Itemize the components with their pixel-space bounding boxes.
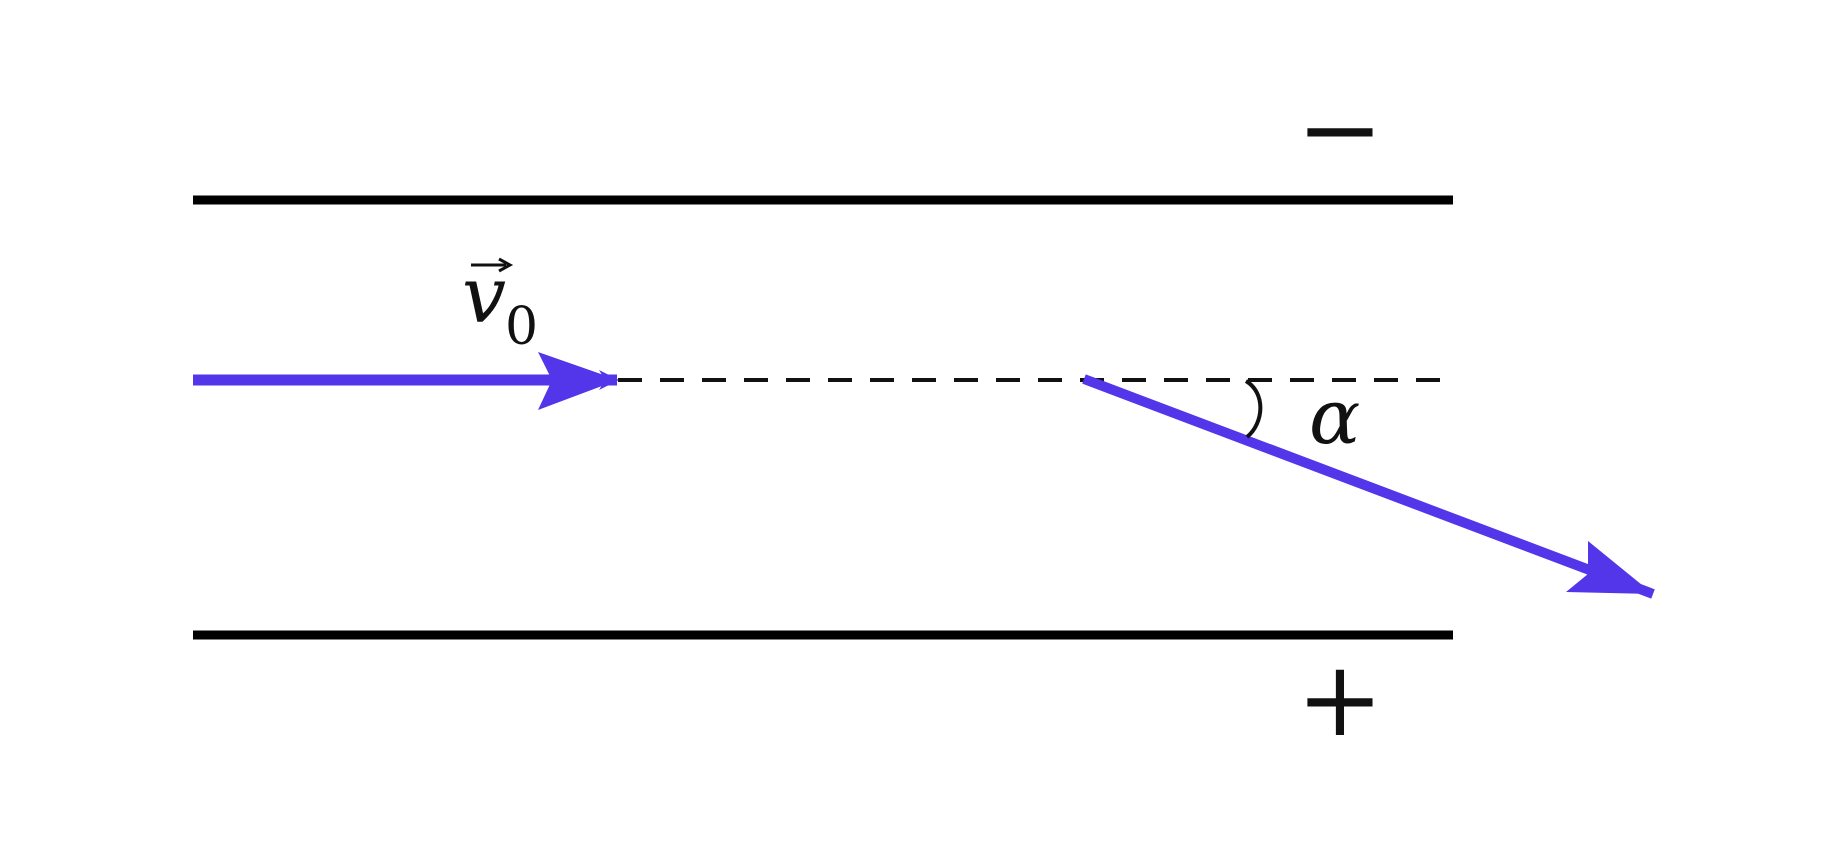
velocity-subscript: 0	[505, 297, 538, 357]
angle-marker	[1244, 379, 1263, 439]
angle-label: α	[1309, 372, 1360, 461]
initial-arrow-head	[538, 352, 618, 410]
negative-plate-label: −	[1296, 68, 1383, 190]
plate-polarity-labels: − +	[1296, 68, 1383, 760]
velocity-symbol: v	[462, 251, 506, 341]
vector-overbar-tip	[498, 257, 514, 273]
angle-arc	[1244, 379, 1263, 439]
plates	[193, 195, 1453, 640]
angle-symbol: α	[1309, 372, 1360, 461]
velocity-vectors	[193, 352, 1655, 599]
deflected-velocity-arrow	[1082, 374, 1655, 599]
positive-plate-label: +	[1296, 638, 1383, 760]
velocity-label: v 0	[462, 251, 538, 357]
deflected-arrow-head	[1566, 541, 1653, 594]
